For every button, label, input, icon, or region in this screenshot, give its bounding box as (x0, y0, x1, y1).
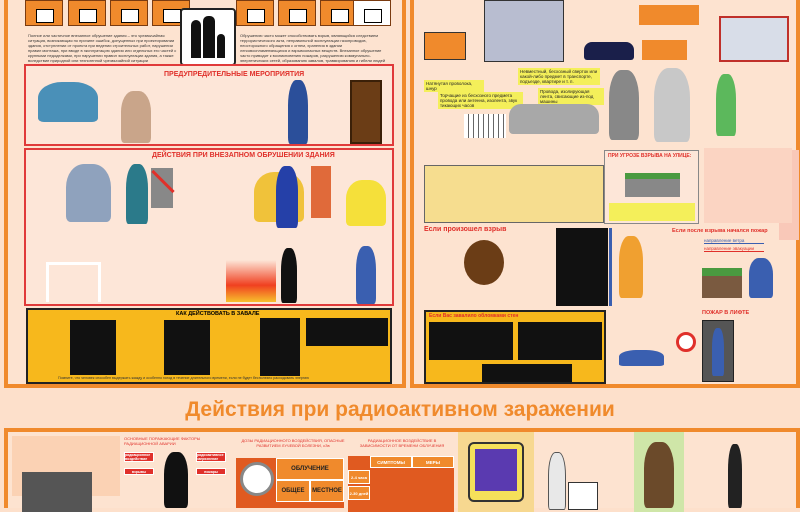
label-wires-antenna: Торчащие из бесхозного предмета провода … (438, 92, 523, 109)
intro-left-text: Полное или частичное внезапное обрушение… (28, 33, 177, 63)
rubble-title: КАК ДЕЙСТВОВАТЬ В ЗАВАЛЕ (176, 311, 260, 317)
time-title: РАДИАЦИОННОЕ ВОЗДЕЙСТВИЕ В ЗАВИСИМОСТИ О… (359, 438, 445, 448)
exposure-header: ОБЛУЧЕНИЕ (276, 458, 344, 480)
general-header: ОБЩЕЕ (276, 480, 310, 502)
collapse-title: ДЕЙСТВИЯ ПРИ ВНЕЗАПНОМ ОБРУШЕНИИ ЗДАНИЯ (152, 152, 335, 159)
warning-signs (556, 228, 608, 306)
prevent-title: ПРЕДУПРЕДИТЕЛЬНЫЕ МЕРОПРИЯТИЯ (164, 71, 305, 78)
house-icon (68, 0, 106, 26)
factor-label: пожары (196, 468, 226, 475)
house-icon (320, 0, 358, 26)
rubble-section: КАК ДЕЙСТВОВАТЬ В ЗАВАЛЕ Помните, что че… (26, 308, 392, 384)
family-icon (180, 8, 236, 66)
intro-right-text: Обрушению часто может способствовать взр… (240, 33, 386, 63)
measures-header: МЕРЫ (412, 456, 454, 468)
local-header: МЕСТНОЕ (310, 480, 344, 502)
house-icon (236, 0, 274, 26)
doses-title: ДОЗЫ РАДИАЦИОННОГО ВОЗДЕЙСТВИЯ, ОПАСНЫЕ … (241, 438, 345, 448)
time-row: 2-30 дней (348, 486, 370, 500)
symptoms-header: СИМПТОМЫ (370, 456, 412, 468)
factors-title: ОСНОВНЫЕ ПОРАЖАЮЩИЕ ФАКТОРЫ РАДИАЦИОННОЙ… (124, 436, 201, 446)
floor-plan (424, 165, 604, 223)
house-icon (25, 0, 63, 26)
label-under-car: Провода, изолирующая лента, свисающие из… (538, 88, 604, 105)
radiation-title: Действия при радиоактивном заражении (185, 398, 615, 421)
fire-after-title: Если после взрыва начался пожар (672, 228, 768, 234)
evacuation-arrow: направление эвакуации (704, 246, 764, 252)
radiation-panel: радиационное воздействие радиоактивное з… (4, 428, 800, 512)
trapped-section: Если Вас завалило обломками стен (424, 310, 606, 384)
monitor-icon (468, 442, 524, 502)
house-icon (353, 0, 391, 26)
left-panel: Полное или частичное внезапное обрушение… (4, 0, 406, 388)
lift-fire-title: ПОЖАР В ЛИФТЕ (702, 310, 750, 316)
house-icon (110, 0, 148, 26)
time-row: 2-4 часа (348, 470, 370, 484)
label-package: Невместный, бесхозный сверток или какой-… (518, 68, 600, 85)
wind-arrow: направление ветра (704, 238, 764, 244)
prevent-section: ПРЕДУПРЕДИТЕЛЬНЫЕ МЕРОПРИЯТИЯ (24, 64, 394, 146)
rubble-footer: Помните, что человек способен выдержать … (58, 376, 309, 380)
factor-label: взрывы (124, 468, 154, 475)
collapse-section: ДЕЙСТВИЯ ПРИ ВНЕЗАПНОМ ОБРУШЕНИИ ЗДАНИЯ (24, 148, 394, 306)
factor-label: радиоактивное загрязнение (196, 452, 226, 462)
house-icon (278, 0, 316, 26)
street-threat-box: ПРИ УГРОЗЕ ВЗРЫВА НА УЛИЦЕ: (604, 150, 699, 224)
trapped-title: Если Вас завалило обломками стен (429, 313, 519, 319)
street-threat-title: ПРИ УГРОЗЕ ВЗРЫВА НА УЛИЦЕ: (608, 153, 692, 159)
explosion-title: Если произошел взрыв (424, 226, 507, 233)
gauge-icon (240, 462, 274, 496)
right-panel: Натянутая проволока, шнур Торчащие из бе… (410, 0, 800, 388)
label-wire: Натянутая проволока, шнур (424, 80, 484, 92)
factor-label: радиационное воздействие (124, 452, 154, 462)
